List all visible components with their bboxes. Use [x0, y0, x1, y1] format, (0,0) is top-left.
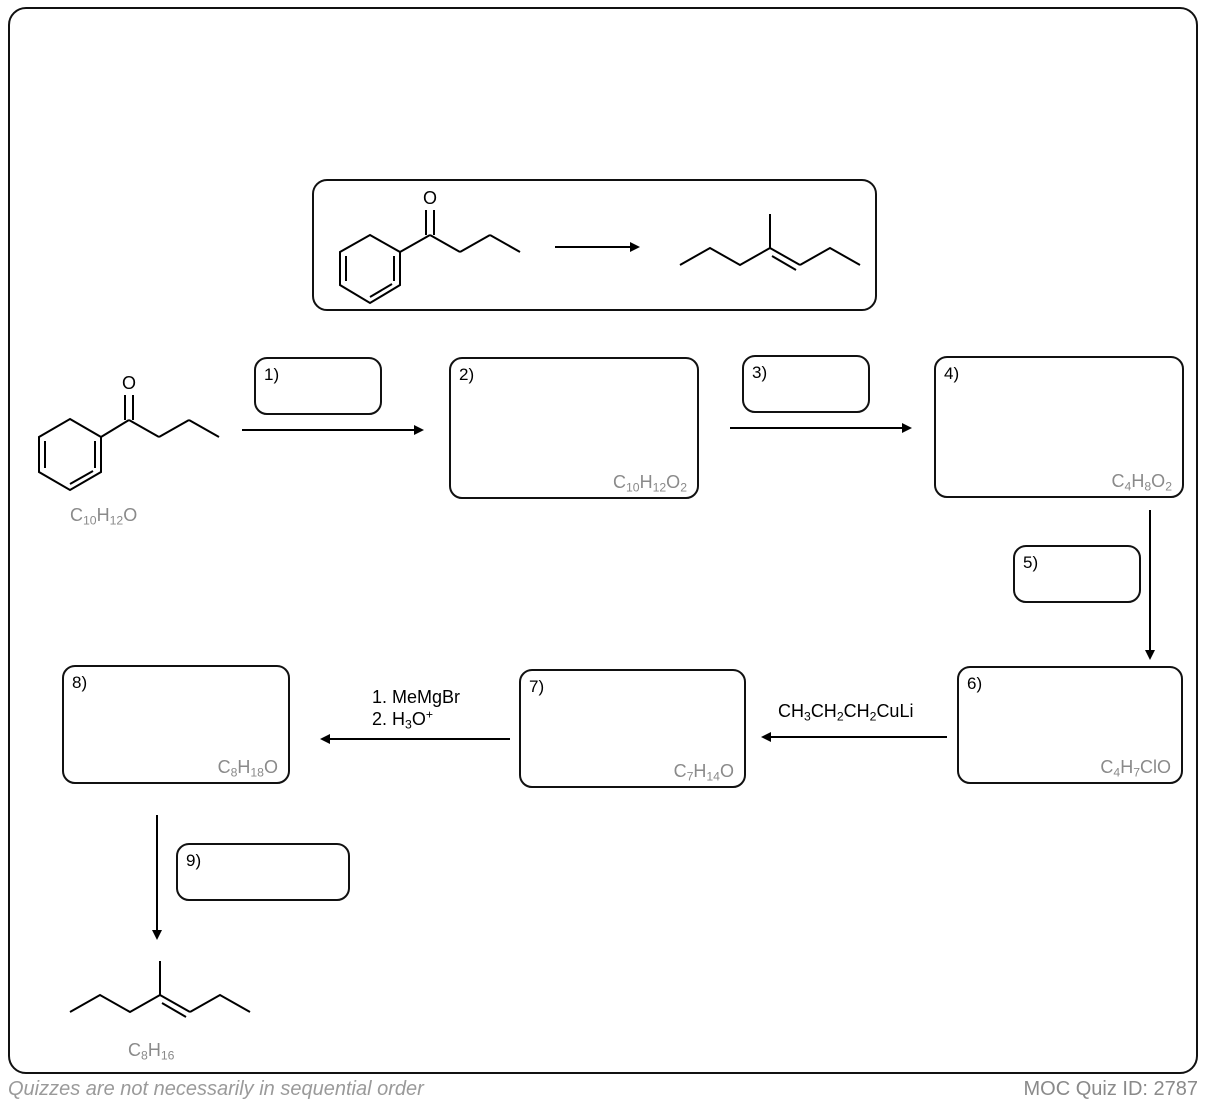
answer-box-5[interactable]: 5) — [1013, 545, 1141, 603]
overview-product-structure — [679, 214, 861, 271]
box-formula: C8H18O — [217, 757, 278, 780]
box-number: 6) — [967, 674, 983, 693]
box-number: 4) — [944, 364, 960, 383]
cuprate-reagent: CH3CH2CH2CuLi — [778, 701, 914, 724]
final-product-structure — [69, 961, 251, 1018]
starting-material-structure — [38, 395, 220, 492]
box-number: 9) — [186, 851, 202, 870]
grignard-line-1: 1. MeMgBr — [372, 687, 461, 707]
box-number: 5) — [1023, 553, 1039, 572]
answer-box-7[interactable]: 7) C7H14O — [519, 669, 746, 788]
box-formula: C10H12O2 — [612, 472, 687, 495]
grignard-reagent: 1. MeMgBr 2. H3O+ — [372, 686, 461, 732]
answer-box-1[interactable]: 1) — [254, 357, 382, 415]
quiz-id: MOC Quiz ID: 2787 — [1023, 1078, 1198, 1100]
overview-reactant-structure — [339, 210, 521, 305]
start-formula: C10H12O — [70, 505, 138, 528]
box-number: 1) — [264, 365, 280, 384]
answer-box-4[interactable]: 4) C4H8O2 — [934, 356, 1184, 498]
answer-box-3[interactable]: 3) — [742, 355, 870, 413]
box-formula: C4H7ClO — [1100, 757, 1171, 780]
start-oxygen-label: O — [122, 373, 136, 393]
overview-box — [312, 179, 877, 311]
box-number: 8) — [72, 673, 88, 692]
overview-oxygen-label: O — [423, 188, 437, 208]
answer-box-2[interactable]: 2) C10H12O2 — [449, 357, 699, 499]
box-number: 2) — [459, 365, 475, 384]
answer-box-9[interactable]: 9) — [176, 843, 350, 901]
box-number: 3) — [752, 363, 768, 382]
answer-box-8[interactable]: 8) C8H18O — [62, 665, 290, 784]
box-number: 7) — [529, 677, 545, 696]
grignard-line-2: 2. H3O+ — [372, 707, 433, 732]
product-formula: C8H16 — [128, 1040, 175, 1063]
box-formula: C4H8O2 — [1111, 471, 1172, 494]
box-formula: C7H14O — [673, 761, 734, 784]
quiz-frame — [8, 7, 1198, 1074]
answer-box-6[interactable]: 6) C4H7ClO — [957, 666, 1183, 784]
sequence-note: Quizzes are not necessarily in sequentia… — [8, 1078, 424, 1100]
